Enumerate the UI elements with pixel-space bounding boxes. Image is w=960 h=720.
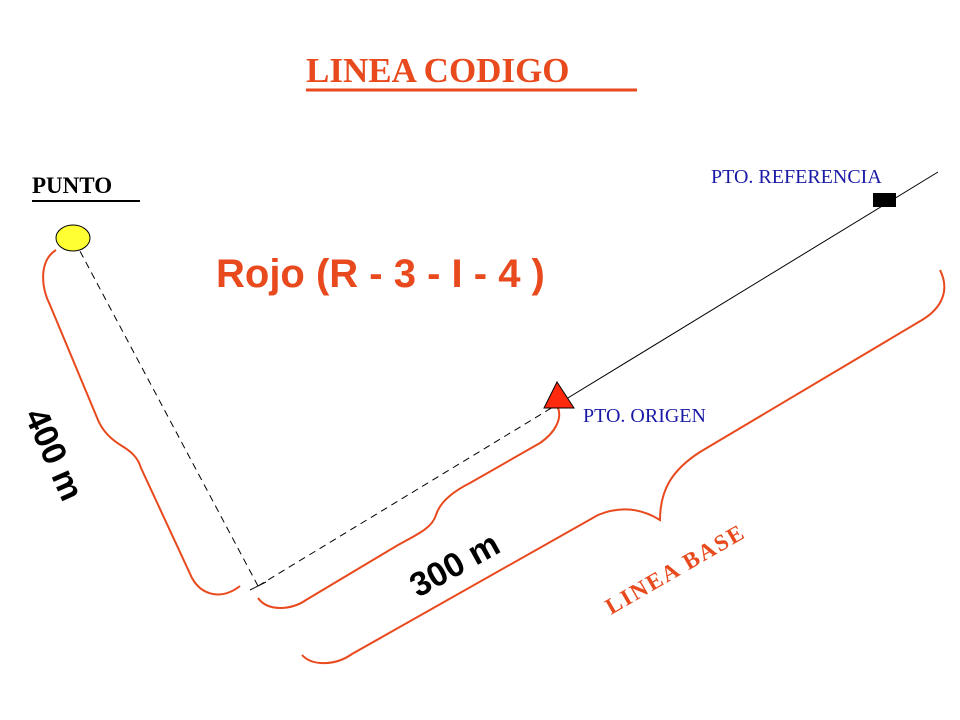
punto-label: PUNTO [32, 173, 112, 198]
corner-tick [249, 581, 267, 591]
pto-origen-label: PTO. ORIGEN [583, 405, 706, 427]
page-title: LINEA CODIGO [306, 51, 570, 90]
punto-marker [55, 224, 91, 252]
base-line-dashed [257, 403, 559, 587]
distance-400-label: 400 m [17, 403, 91, 507]
linea-base-label: LINEA BASE [601, 519, 750, 619]
offset-line-dashed [72, 237, 259, 587]
pto-referencia-label: PTO. REFERENCIA [711, 166, 882, 188]
code-label: Rojo (R - 3 - I - 4 ) [216, 252, 545, 296]
brace-400 [42, 249, 241, 596]
base-line-solid [557, 171, 939, 405]
referencia-marker [873, 193, 896, 207]
origen-marker [543, 380, 575, 409]
brace-300 [257, 407, 561, 609]
brace-linea-base [301, 269, 946, 665]
distance-300-label: 300 m [403, 525, 506, 605]
